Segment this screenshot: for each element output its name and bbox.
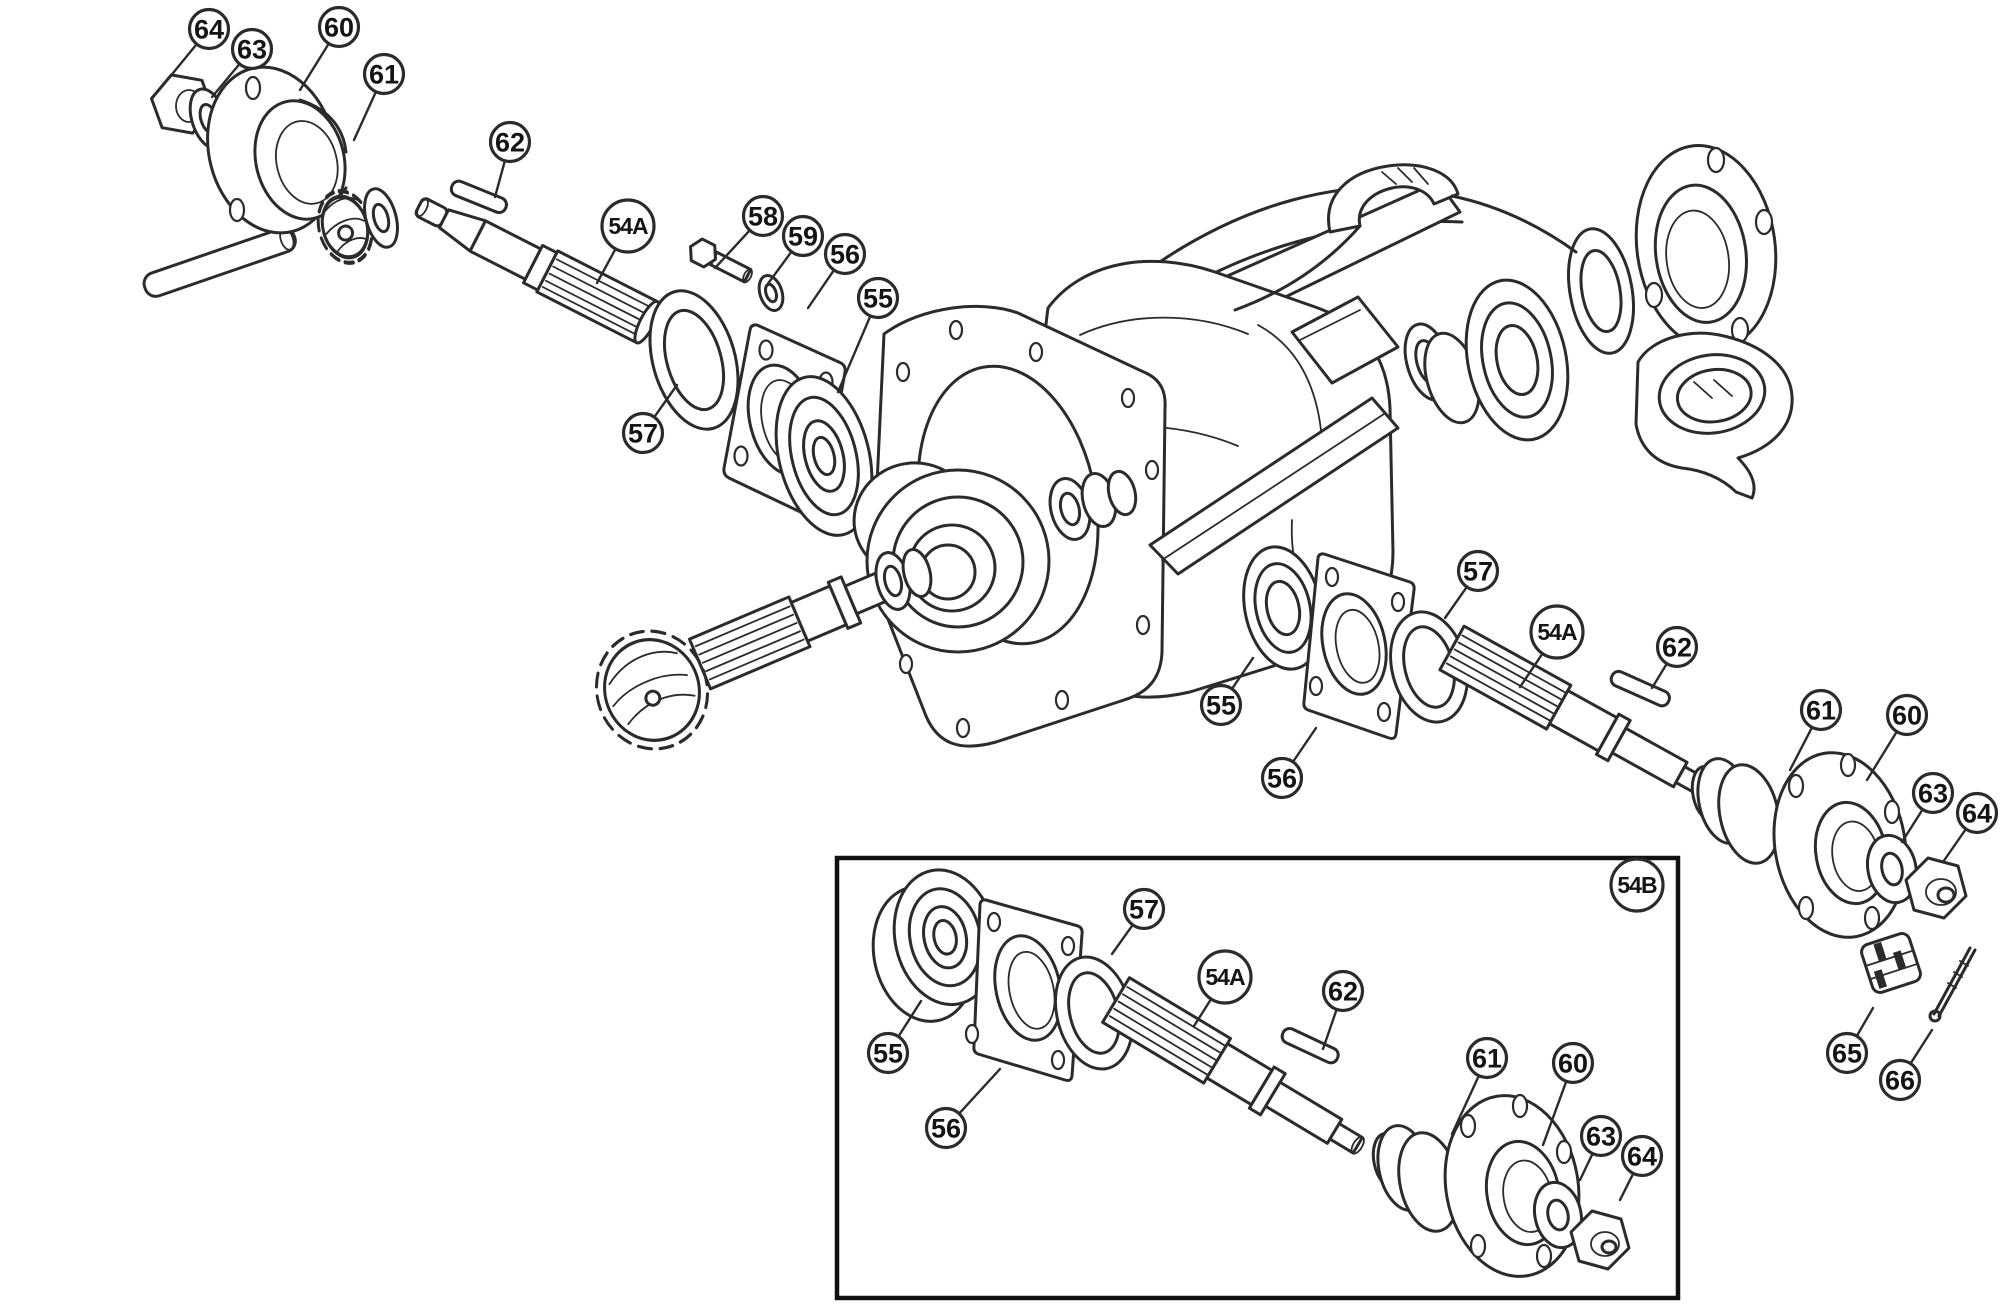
svg-text:62: 62	[1662, 633, 1692, 663]
bearing-flange-plate	[1302, 552, 1416, 740]
hex-nut	[1569, 1209, 1631, 1271]
axle-shaft	[1101, 976, 1365, 1155]
svg-text:63: 63	[1918, 779, 1948, 809]
bearing-flange-plate	[964, 898, 1084, 1082]
woodruff-key	[1280, 1027, 1340, 1065]
inset-detail-box	[834, 855, 1681, 1301]
svg-text:62: 62	[1328, 977, 1358, 1007]
thrust-washer	[363, 187, 399, 249]
split-pin	[1928, 946, 1977, 1023]
callout-60: 60	[1865, 693, 1929, 782]
side-bearing	[1242, 545, 1324, 671]
svg-text:65: 65	[1832, 1039, 1862, 1069]
ball-bearing	[774, 375, 874, 537]
callout-61: 61	[1788, 688, 1843, 772]
spring-pad	[1290, 295, 1400, 385]
hex-nut	[1904, 856, 1968, 920]
castle-nut-retainer	[1860, 932, 1922, 994]
svg-text:56: 56	[931, 1114, 961, 1144]
woodruff-key	[1609, 669, 1671, 708]
callout-66: 66	[1878, 1028, 1934, 1102]
callout-58: 58	[713, 194, 785, 270]
drive-flange-disc	[1634, 144, 1778, 350]
oil-seal	[648, 289, 740, 431]
callout-55: 55	[866, 999, 923, 1075]
svg-text:66: 66	[1885, 1066, 1915, 1096]
svg-text:60: 60	[324, 13, 354, 43]
washer	[1865, 833, 1919, 905]
callout-54A: 54A	[1518, 604, 1585, 689]
svg-text:55: 55	[873, 1039, 903, 1069]
hub-assembly-right	[1690, 751, 1977, 1023]
svg-text:54A: 54A	[1205, 964, 1245, 990]
oil-seal	[1389, 610, 1469, 724]
svg-text:62: 62	[495, 128, 525, 158]
callout-59: 59	[765, 214, 825, 287]
svg-text:56: 56	[1267, 764, 1297, 794]
svg-text:57: 57	[628, 419, 658, 449]
callout-61: 61	[352, 52, 406, 142]
axle-shaft-left-group	[414, 179, 874, 537]
bolt	[689, 237, 753, 284]
cross-pin	[142, 226, 297, 298]
svg-text:59: 59	[788, 222, 818, 252]
callout-56: 56	[1260, 726, 1318, 800]
svg-text:54A: 54A	[608, 213, 648, 239]
svg-text:63: 63	[1586, 1122, 1616, 1152]
svg-text:61: 61	[369, 60, 399, 90]
axle-shaft	[414, 197, 661, 345]
axle-tube-and-fork	[1148, 144, 1794, 576]
callout-56: 56	[924, 1067, 1002, 1150]
callout-55: 55	[836, 276, 900, 394]
woodruff-key	[449, 179, 508, 215]
callout-60: 60	[298, 5, 361, 92]
callout-57: 57	[621, 383, 679, 455]
callout-54A: 54A	[595, 198, 656, 285]
svg-text:64: 64	[1627, 1142, 1657, 1172]
tube-bearing	[1464, 278, 1570, 442]
svg-text:55: 55	[863, 284, 893, 314]
svg-text:54A: 54A	[1537, 619, 1577, 645]
axle-shaft-right-group	[1302, 552, 1710, 797]
callout-64: 64	[1941, 791, 1999, 864]
callout-54B: 54B	[1609, 857, 1665, 913]
callout-54A: 54A	[1192, 949, 1253, 1028]
hub-assembly-left	[142, 65, 399, 298]
svg-text:55: 55	[1206, 691, 1236, 721]
svg-text:54B: 54B	[1617, 872, 1657, 898]
pinion-gear-group	[594, 548, 933, 751]
svg-text:60: 60	[1558, 1049, 1588, 1079]
callout-63: 63	[1900, 771, 1955, 844]
callout-57: 57	[1110, 887, 1166, 956]
callout-56: 56	[806, 232, 867, 310]
svg-text:64: 64	[194, 15, 224, 45]
callout-62: 62	[488, 120, 532, 199]
svg-text:61: 61	[1806, 696, 1836, 726]
svg-text:56: 56	[830, 240, 860, 270]
svg-text:57: 57	[1463, 557, 1493, 587]
callout-64: 64	[1618, 1134, 1664, 1202]
callout-57: 57	[1443, 549, 1500, 620]
svg-text:60: 60	[1892, 701, 1922, 731]
callout-65: 65	[1825, 1006, 1875, 1075]
callout-62: 62	[1321, 969, 1365, 1051]
svg-text:57: 57	[1129, 895, 1159, 925]
callout-64: 64	[167, 7, 231, 80]
svg-text:64: 64	[1962, 799, 1992, 829]
callout-60: 60	[1541, 1041, 1595, 1147]
bevel-pinion	[594, 629, 710, 751]
svg-text:58: 58	[748, 202, 778, 232]
callout-63: 63	[1578, 1114, 1623, 1182]
callout-61: 61	[1450, 1036, 1509, 1136]
svg-text:61: 61	[1472, 1044, 1502, 1074]
callout-63: 63	[210, 27, 274, 99]
ball-bearing	[871, 868, 998, 1023]
svg-text:63: 63	[237, 35, 267, 65]
callout-55: 55	[1199, 656, 1255, 727]
callout-62: 62	[1650, 625, 1699, 690]
